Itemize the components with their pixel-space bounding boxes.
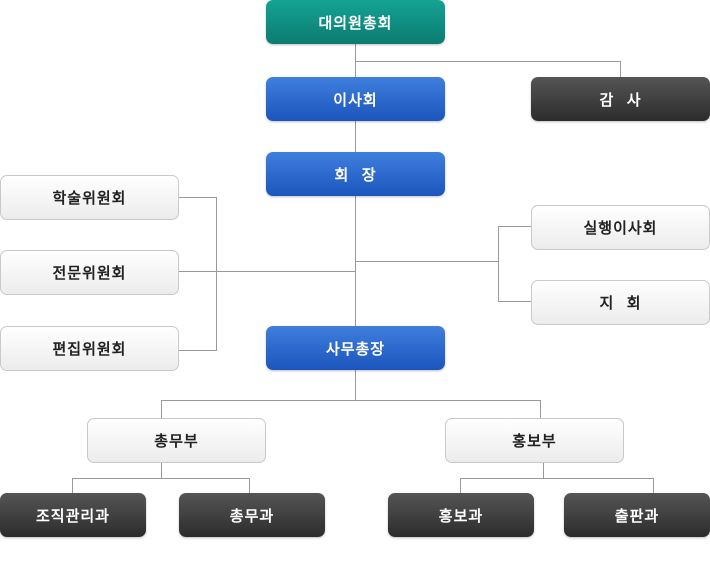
assembly-node: 대의원총회 [266,0,445,44]
editorial-committee-node: 편집위원회 [0,326,179,371]
academic-committee-node: 학술위원회 [0,175,179,220]
board-node: 이사회 [266,77,445,121]
org-management-section-node: 조직관리과 [0,493,146,537]
general-affairs-section-node: 총무과 [179,493,325,537]
expert-committee-node: 전문위원회 [0,250,179,295]
branch-node: 지 회 [531,280,710,325]
president-node: 회 장 [266,152,445,196]
secretary-general-node: 사무총장 [266,326,445,370]
pr-section-node: 홍보과 [388,493,534,537]
auditor-node: 감 사 [531,77,710,121]
publishing-section-node: 출판과 [564,493,710,537]
executive-board-node: 실행이사회 [531,205,710,250]
pr-dept-node: 홍보부 [445,418,624,463]
general-affairs-dept-node: 총무부 [87,418,266,463]
